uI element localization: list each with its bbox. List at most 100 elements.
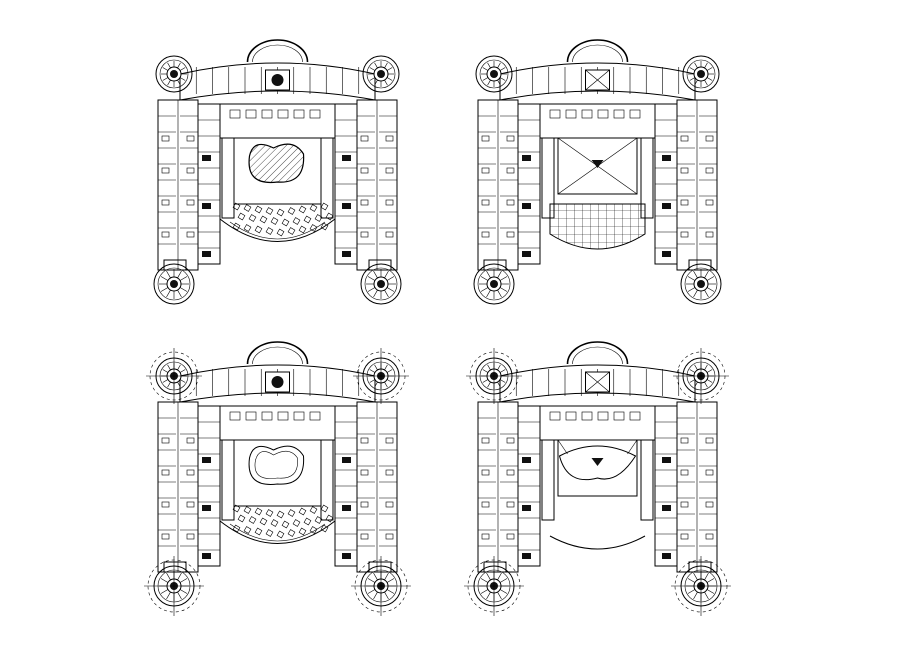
plan-bottom-right [464,341,731,616]
seating [298,205,307,214]
bed-fixture [186,501,195,508]
bed-fixture [360,533,369,540]
seating [254,527,263,536]
seating [243,526,252,534]
plan-top-right [473,39,722,305]
seating [248,214,257,222]
fountain [591,458,604,466]
bed-fixture [705,469,714,476]
seating [276,510,285,519]
bed-fixture [506,437,515,444]
seating [320,202,329,211]
shaft-left [221,439,235,521]
seating [232,524,241,533]
atrium [557,439,638,497]
bed-fixture [506,135,515,142]
bed-fixture [680,135,689,142]
bed-fixture [186,533,195,540]
seating [243,204,252,212]
bed-fixture [385,199,394,206]
shaft-right [640,137,654,219]
bed-fixture [680,469,689,476]
seating [237,514,246,523]
bed-fixture [161,533,170,540]
plan-bottom-left [144,341,411,616]
bed-fixture [186,437,195,444]
seating [320,524,329,533]
seating [325,212,334,221]
seating [303,215,312,224]
seating [298,527,307,536]
bed-fixture [161,199,170,206]
seating [287,509,296,517]
bed-fixture [186,167,195,174]
seating [270,217,279,225]
seating [276,530,285,539]
corner-rotunda [360,263,402,305]
bed-fixture [506,501,515,508]
bed-fixture [161,135,170,142]
corner-rotunda [473,263,515,305]
bed-fixture [481,135,490,142]
seating [298,507,307,516]
bed-fixture [680,501,689,508]
pool [248,445,305,485]
seating [309,204,318,212]
corner-rotunda [682,55,720,93]
bed-fixture [385,469,394,476]
seating [243,506,252,514]
bed-fixture [705,501,714,508]
bed-fixture [360,135,369,142]
bed-fixture [481,533,490,540]
bed-fixture [680,199,689,206]
entry-canopy [246,341,309,365]
bed-fixture [705,437,714,444]
seating [265,207,274,215]
seating [292,519,301,527]
pool [558,445,637,481]
entry-canopy [246,39,309,63]
seating [292,217,301,225]
shaft-left [221,137,235,219]
seating [254,205,263,214]
entry-canopy [566,39,629,63]
bed-fixture [680,231,689,238]
pool [248,143,305,184]
bed-fixture [506,469,515,476]
bed-fixture [481,231,490,238]
service-block [219,103,336,139]
seating [265,529,274,537]
seating [265,509,274,517]
bed-fixture [481,501,490,508]
bed-fixture [705,135,714,142]
seating [287,227,296,235]
seating [232,222,241,231]
bed-fixture [186,199,195,206]
lobby-arc [549,535,646,550]
bed-fixture [705,533,714,540]
seating [248,516,257,524]
seating [243,224,252,232]
service-block [219,405,336,441]
tiled-court [549,203,646,250]
bed-fixture [385,533,394,540]
bed-fixture [385,437,394,444]
service-block [539,103,656,139]
bed-fixture [360,199,369,206]
shaft-right [640,439,654,521]
seating [270,519,279,527]
seating [314,516,323,524]
bed-fixture [481,167,490,174]
bed-fixture [360,437,369,444]
bed-fixture [360,231,369,238]
courtyard [233,439,322,507]
seating [303,517,312,526]
seating [259,215,268,224]
entry-canopy [566,341,629,365]
corner-rotunda [362,55,400,93]
bed-fixture [360,469,369,476]
shaft-left [541,137,555,219]
bed-fixture [385,167,394,174]
seating [259,517,268,526]
